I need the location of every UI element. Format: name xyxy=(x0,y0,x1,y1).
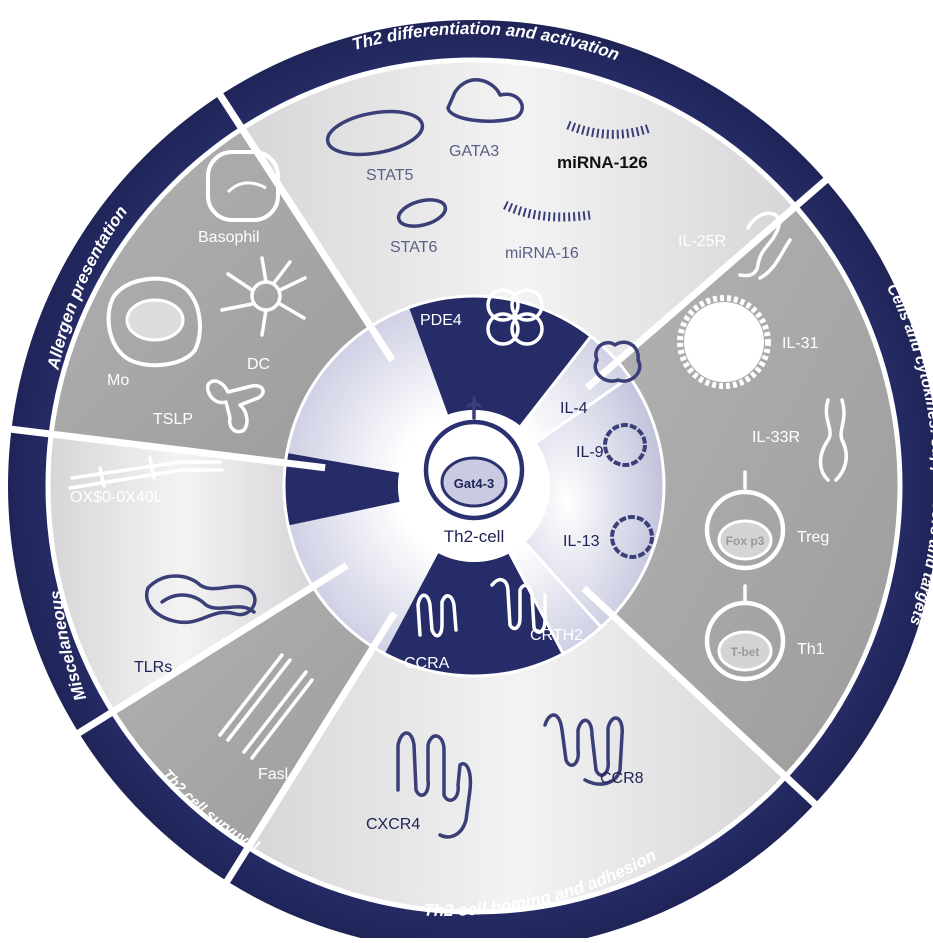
mirna16-shape xyxy=(503,200,591,222)
label-il13: IL-13 xyxy=(563,533,600,550)
label-fasl: Fasl. xyxy=(258,766,293,783)
divider-3 xyxy=(221,611,398,887)
sector-differentiation xyxy=(241,60,796,362)
inner-il xyxy=(524,377,665,628)
label-il31: IL-31 xyxy=(782,335,819,352)
sector-allergen xyxy=(51,128,371,463)
label-il33r: IL-33R xyxy=(752,429,800,446)
inner-divider-1 xyxy=(535,375,631,444)
label-tslp: TSLP xyxy=(153,411,193,428)
mirna126-shape xyxy=(566,120,652,139)
label-il4: IL-4 xyxy=(560,400,588,417)
divider-1 xyxy=(584,175,832,391)
label-foxp3: Fox p3 xyxy=(726,534,765,548)
inner-divider-3 xyxy=(508,552,565,655)
label-mirna126: miRNA-126 xyxy=(557,153,648,172)
il13-icon xyxy=(610,515,654,559)
inner-homing xyxy=(384,553,564,676)
ring-border-0 xyxy=(45,57,903,915)
il4-icon xyxy=(593,340,642,383)
label-tlrs: TLRs xyxy=(134,659,172,676)
label-tbet: T-bet xyxy=(731,645,760,659)
divider-5 xyxy=(7,425,326,472)
divider-2 xyxy=(581,585,821,810)
il31-icon xyxy=(677,295,771,389)
il33r-icon xyxy=(818,398,848,482)
fasl-icon xyxy=(218,653,314,760)
dc-icon xyxy=(220,256,307,337)
label-crth2: CRTH2 xyxy=(530,627,583,644)
label-ccr8: CCR8 xyxy=(600,770,644,787)
tlrs-icon xyxy=(144,574,257,625)
label-il25r: IL-25R xyxy=(678,233,726,250)
mo-icon xyxy=(106,276,202,368)
cxcr4-icon xyxy=(396,731,473,839)
label-ox40l: OX$0-0X40L xyxy=(70,489,163,506)
gata3-shape xyxy=(446,78,524,123)
crth2-icon xyxy=(490,577,547,634)
basophil-icon xyxy=(206,150,280,222)
inner-divider-0 xyxy=(519,335,593,428)
treg-cell-icon xyxy=(704,470,786,571)
stat6-shape xyxy=(396,198,448,228)
divider-4 xyxy=(73,562,349,739)
inner-divider-2 xyxy=(523,541,603,629)
pde4-icon xyxy=(486,288,544,346)
divider-6 xyxy=(215,89,396,363)
label-stat6: STAT6 xyxy=(390,239,438,256)
label-cxcr4: CXCR4 xyxy=(366,816,420,833)
sector-misc xyxy=(47,434,313,712)
label-il9: IL-9 xyxy=(576,444,604,461)
label-ccra: CCRA xyxy=(404,655,450,672)
label-treg: Treg xyxy=(797,529,829,546)
label-pde4: PDE4 xyxy=(420,312,462,329)
label-basophil: Basophil xyxy=(198,229,259,246)
sector-fills xyxy=(47,60,900,912)
il9-icon xyxy=(603,423,647,467)
ccra-icon xyxy=(416,593,458,638)
il25r-icon xyxy=(738,211,792,280)
sector-survival xyxy=(112,586,374,848)
th2-cell-icon xyxy=(423,396,525,521)
ccr8-icon xyxy=(543,713,624,786)
center-cell-label: Th2-cell xyxy=(444,527,504,546)
inner-misc xyxy=(284,453,400,526)
ox40-icon xyxy=(68,456,224,490)
label-dc: DC xyxy=(247,356,270,373)
label-stat5: STAT5 xyxy=(366,167,414,184)
center-inner-label: Gat4-3 xyxy=(454,476,494,491)
sector-dividers xyxy=(7,57,903,915)
label-mirna16: miRNA-16 xyxy=(505,245,579,262)
sector-homing xyxy=(248,615,786,912)
th1-cell-icon xyxy=(704,584,786,682)
ring-border-1 xyxy=(282,294,666,678)
label-gata3: GATA3 xyxy=(449,143,499,160)
label-mo: Mo xyxy=(107,372,129,389)
tslp-icon xyxy=(206,379,265,434)
label-th1: Th1 xyxy=(797,641,825,658)
stat5-shape xyxy=(325,109,425,157)
